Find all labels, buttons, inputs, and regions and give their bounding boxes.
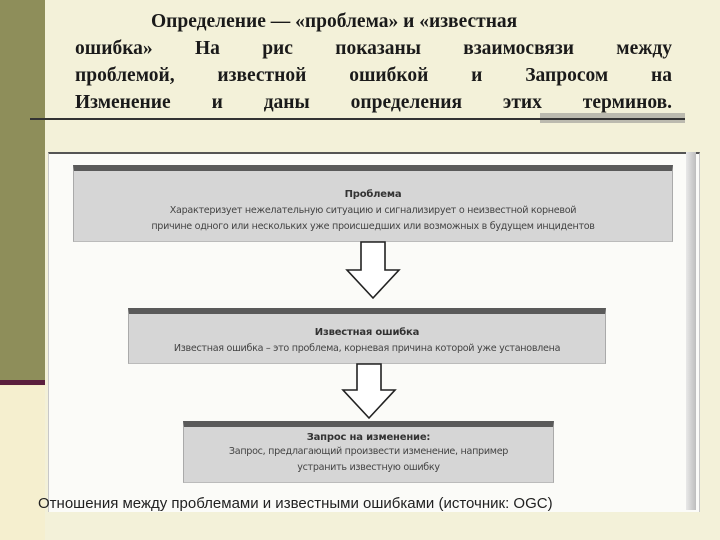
- change-request-box-desc-line: Запрос, предлагающий произвести изменени…: [228, 446, 509, 457]
- change-request-box-desc-line: устранить известную ошибку: [297, 462, 440, 473]
- left-band-rule: [0, 380, 45, 385]
- problem-box-desc-line: Характеризует нежелательную ситуацию и с…: [169, 205, 577, 216]
- slide-title: Определение — «проблема» и «известная ош…: [75, 8, 672, 116]
- left-band-dark: [0, 0, 45, 382]
- title-line: проблемой, известной ошибкой и Запросом …: [75, 65, 672, 86]
- title-underline: [30, 118, 685, 120]
- change-request-box-title: Запрос на изменение:: [306, 432, 431, 443]
- figure-caption: Отношения между проблемами и известными …: [38, 495, 553, 512]
- title-line: ошибка» На рис показаны взаимосвязи межд…: [75, 38, 672, 59]
- left-band-light: [0, 386, 45, 540]
- title-line: Определение — «проблема» и «известная: [151, 11, 518, 32]
- change-request-box: Запрос на изменение: Запрос, предлагающи…: [183, 421, 554, 483]
- problem-box: Проблема Характеризует нежелательную сит…: [73, 165, 673, 242]
- arrow-down-icon: [341, 363, 397, 420]
- arrow-down-icon: [345, 241, 401, 300]
- known-error-box: Известная ошибка Известная ошибка – это …: [128, 308, 606, 364]
- problem-box-desc-line: причине одного или нескольких уже происш…: [151, 221, 595, 232]
- figure-shadow-edge: [686, 152, 696, 510]
- title-line: Изменение и даны определения этих термин…: [75, 92, 672, 113]
- problem-box-title: Проблема: [344, 189, 402, 200]
- known-error-box-title: Известная ошибка: [314, 327, 420, 338]
- left-decorative-band: [0, 0, 45, 540]
- known-error-box-desc-line: Известная ошибка – это проблема, корнева…: [173, 343, 561, 354]
